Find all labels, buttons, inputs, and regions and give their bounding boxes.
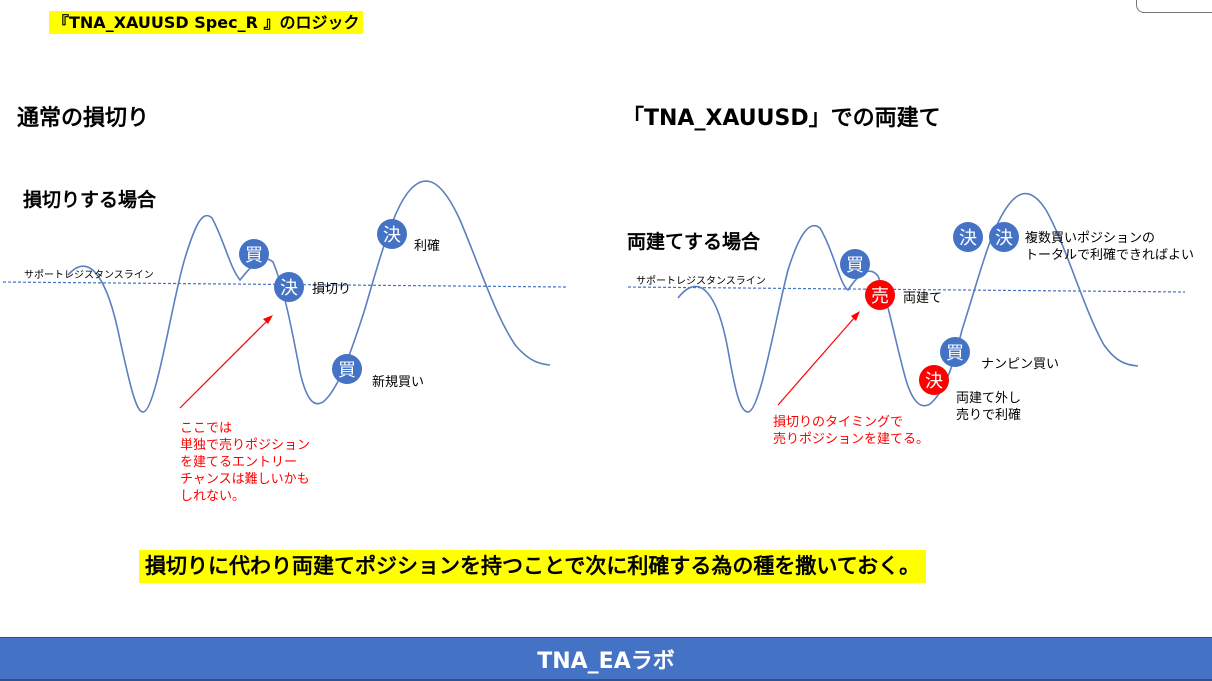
left-label-newbuy: 新規買い	[372, 375, 425, 390]
marker-char: 決	[995, 228, 1013, 249]
footer-bar: TNA_EAラボ	[0, 637, 1212, 680]
left-subheading: 損切りする場合	[23, 189, 157, 211]
left-marker-buy-new: 買	[332, 354, 362, 384]
left-heading: 通常の損切り	[17, 106, 150, 131]
marker-char: 買	[946, 343, 964, 364]
right-marker-buy-nanpin: 買	[940, 337, 970, 367]
left-note: ここでは 単独で売りポジション を建てるエントリー チャンスは難しいかも しれな…	[180, 421, 311, 504]
left-label-stoploss: 損切り	[312, 282, 352, 297]
right-label-hedge: 両建て	[903, 291, 943, 306]
page-number-box	[1136, 0, 1212, 13]
right-arrow-head	[851, 311, 860, 321]
left-note-arrow	[179, 319, 269, 409]
left-label-profit: 利確	[414, 239, 441, 254]
right-heading: 「TNA_XAUUSD」での両建て	[622, 106, 941, 131]
marker-char: 売	[871, 286, 889, 307]
right-subheading: 両建てする場合	[627, 231, 761, 253]
left-marker-buy-1: 買	[239, 239, 269, 269]
left-marker-close-stoploss: 決	[274, 272, 304, 302]
marker-char: 買	[846, 255, 864, 276]
left-support-line-label: サポートレジスタンスライン	[24, 270, 154, 281]
right-marker-buy-1: 買	[840, 249, 870, 279]
marker-char: 決	[383, 225, 401, 246]
right-label-total-profit: 複数買いポジションの トータルで利確できればよい	[1025, 231, 1195, 263]
marker-char: 決	[280, 278, 298, 299]
right-marker-close-a: 決	[953, 222, 983, 252]
right-marker-close-sell: 決	[919, 365, 949, 395]
bottom-banner: 損切りに代わり両建てポジションを持つことで次に利確する為の種を撒いておく。	[139, 550, 927, 583]
right-label-unhedge: 両建て外し 売りで利確	[956, 391, 1022, 423]
left-marker-close-profit: 決	[377, 219, 407, 249]
right-note: 損切りのタイミングで 売りポジションを建てる。	[773, 415, 930, 447]
right-note-arrow	[777, 316, 856, 406]
marker-char: 決	[925, 371, 943, 392]
right-marker-close-b: 決	[989, 222, 1019, 252]
right-label-nanpin: ナンピン買い	[981, 357, 1060, 372]
marker-char: 決	[959, 228, 977, 249]
left-arrow-head	[263, 315, 273, 324]
marker-char: 買	[338, 360, 356, 381]
right-marker-sell-hedge: 売	[865, 280, 895, 310]
right-price-curve	[677, 192, 1139, 413]
left-price-curve	[67, 180, 551, 413]
right-support-line-label: サポートレジスタンスライン	[636, 276, 766, 287]
slide-title-tag: 『TNA_XAUUSD Spec_R 』のロジック	[49, 11, 364, 34]
marker-char: 買	[245, 245, 263, 266]
right-support-line	[627, 286, 1186, 293]
footer-underline	[0, 679, 1212, 681]
footer-label: TNA_EAラボ	[537, 649, 675, 674]
